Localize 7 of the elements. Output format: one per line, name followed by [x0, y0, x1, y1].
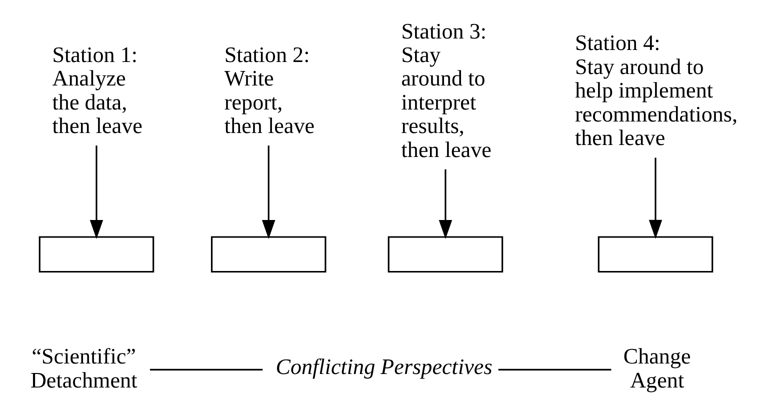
node-text: Conflicting Perspectives [276, 354, 492, 379]
node-text: Station 2: Write report, then leave [224, 42, 315, 138]
node-text: Station 4: Stay around to help implement recommendations, then leave [574, 30, 738, 150]
node-text: Station 3: Stay around to interpret results, then leave [401, 18, 492, 162]
node-text: “Scientific” Detachment [30, 344, 138, 392]
node-text: Station 1: Analyze the data, then leave [52, 42, 142, 138]
node-text: Change Agent [623, 344, 691, 392]
